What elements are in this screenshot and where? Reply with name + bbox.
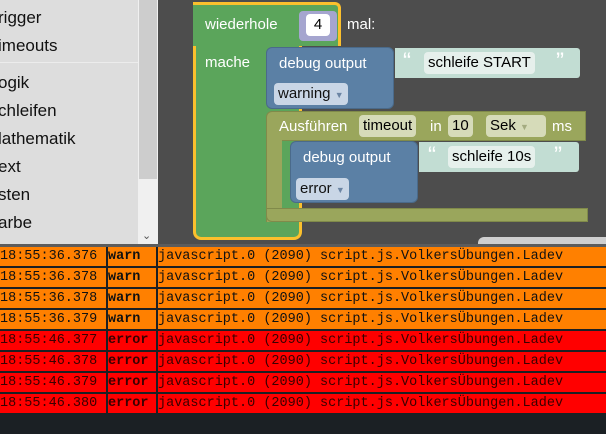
log-source: javascript.0 (2090) script.js.VolkersÜbu…	[158, 331, 606, 350]
in-label: in	[430, 118, 442, 135]
log-source: javascript.0 (2090) script.js.VolkersÜbu…	[158, 373, 606, 392]
log-level: error	[108, 331, 156, 350]
unit-value: Sek	[490, 117, 516, 134]
log-source: javascript.0 (2090) script.js.VolkersÜbu…	[158, 310, 606, 329]
toolbox-item-mathematik[interactable]: lathematik	[0, 129, 76, 148]
toolbox-item-logik[interactable]: ogik	[0, 73, 30, 92]
log-source: javascript.0 (2090) script.js.VolkersÜbu…	[158, 352, 606, 371]
log-source: javascript.0 (2090) script.js.VolkersÜbu…	[158, 289, 606, 308]
log-level: warn	[108, 289, 156, 308]
log-level: error	[108, 352, 156, 371]
ms-label: ms	[552, 118, 572, 135]
debug-output-label-2: debug output	[303, 149, 391, 166]
debug-output-label-1: debug output	[279, 55, 367, 72]
toolbox-item-timeouts[interactable]: imeouts	[0, 36, 58, 55]
log-time: 18:55:46.377	[0, 331, 106, 350]
toolbox-item-listen[interactable]: sten	[0, 185, 31, 204]
log-time: 18:55:46.380	[0, 394, 106, 413]
log-time: 18:55:36.378	[0, 289, 106, 308]
timeout-block-footer	[266, 208, 588, 222]
log-time: 18:55:36.379	[0, 310, 106, 329]
toolbox-item-schleifen[interactable]: chleifen	[0, 101, 57, 120]
log-source: javascript.0 (2090) script.js.VolkersÜbu…	[158, 247, 606, 266]
level-dropdown-1[interactable]: warning ▼	[274, 83, 348, 105]
quote-close-icon-2: ”	[554, 142, 562, 169]
panel-divider[interactable]	[0, 244, 606, 247]
log-level: warn	[108, 310, 156, 329]
toolbox-separator	[0, 62, 138, 63]
level-dropdown-2[interactable]: error ▼	[296, 178, 349, 200]
log-level: warn	[108, 247, 156, 266]
timeout-name-field[interactable]: timeout	[359, 115, 417, 137]
timeout-block-body	[266, 140, 282, 222]
quote-close-icon-1: ”	[556, 48, 564, 75]
blockly-workspace[interactable]: wiederhole 4 mal: mache debug output “ s…	[158, 0, 606, 244]
quote-open-icon-1: “	[403, 48, 411, 75]
toolbox-item-text[interactable]: ext	[0, 157, 21, 176]
level-value-2: error	[300, 180, 332, 197]
log-level: warn	[108, 268, 156, 287]
repeat-label: wiederhole	[205, 16, 278, 33]
toolbox-scrollbar-thumb[interactable]	[139, 0, 157, 179]
times-label: mal:	[347, 16, 376, 33]
text-field-2[interactable]: schleife 10s	[448, 146, 536, 168]
text-field-1[interactable]: schleife START	[424, 52, 535, 74]
toolbox-item-farbe[interactable]: arbe	[0, 213, 33, 232]
quote-open-icon-2: “	[428, 142, 436, 169]
toolbox-scrollbar[interactable]: ⌄	[138, 0, 158, 244]
log-time: 18:55:46.378	[0, 352, 106, 371]
unit-dropdown[interactable]: Sek ▼	[486, 115, 546, 137]
run-label: Ausführen	[279, 118, 348, 135]
dropdown-arrow-icon: ▼	[520, 122, 529, 132]
dropdown-arrow-icon: ▼	[335, 185, 345, 195]
log-time: 18:55:36.378	[0, 268, 106, 287]
log-level: error	[108, 373, 156, 392]
do-label: mache	[205, 54, 251, 71]
toolbox-item-trigger[interactable]: rigger	[0, 8, 42, 27]
log-source: javascript.0 (2090) script.js.VolkersÜbu…	[158, 268, 606, 287]
timeout-value-field[interactable]: 10	[448, 115, 473, 137]
repeat-count-field[interactable]: 4	[306, 14, 330, 36]
toolbox: rigger imeouts ogik chleifen lathematik …	[0, 0, 138, 244]
dropdown-arrow-icon: ▼	[334, 90, 344, 100]
log-time: 18:55:46.379	[0, 373, 106, 392]
workspace-scrollbar[interactable]	[478, 237, 606, 244]
log-time: 18:55:36.376	[0, 247, 106, 266]
level-value-1: warning	[278, 85, 331, 102]
log-level: error	[108, 394, 156, 413]
scroll-down-icon[interactable]: ⌄	[142, 230, 152, 242]
log-source: javascript.0 (2090) script.js.VolkersÜbu…	[158, 394, 606, 413]
